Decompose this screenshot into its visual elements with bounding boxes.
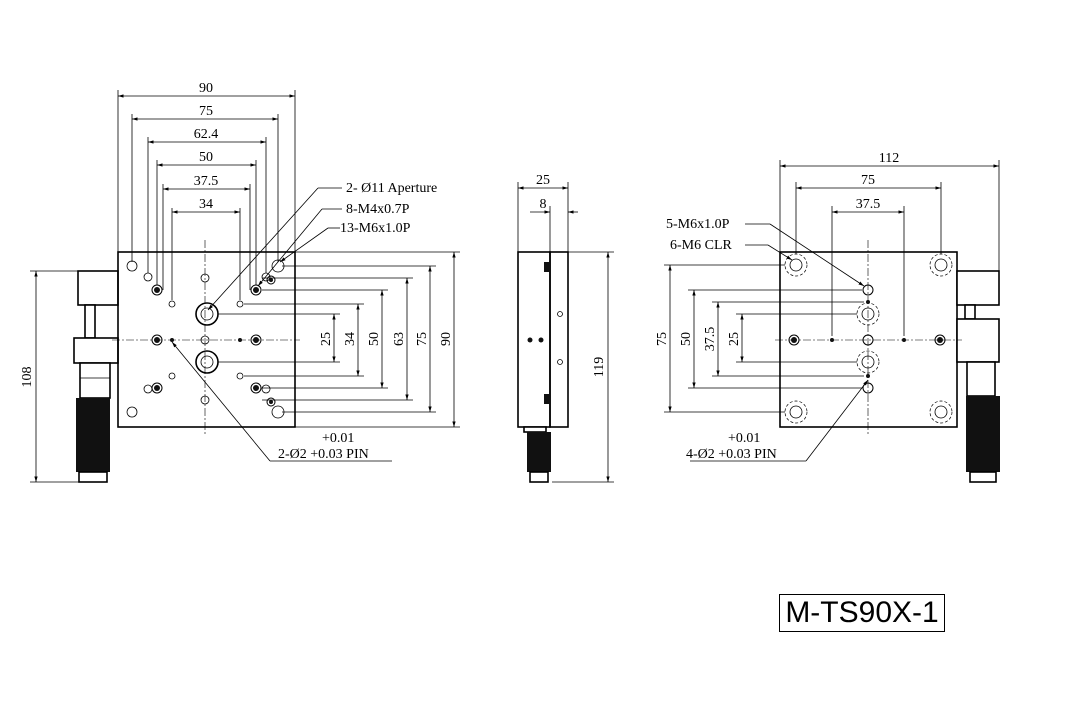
bottom-m6-holes <box>788 284 946 394</box>
bottom-dim-v-0: 75 <box>655 332 670 346</box>
top-dim-h-2: 62.4 <box>194 127 219 142</box>
side-dim-h-0: 25 <box>536 173 550 188</box>
top-dim-v-3: 63 <box>392 332 407 346</box>
side-overall-height: 119 <box>592 357 607 377</box>
model-number-label: M-TS90X-1 <box>779 594 945 632</box>
bottom-dim-h-0: 112 <box>879 151 899 166</box>
top-dim-h-1: 75 <box>199 104 213 119</box>
callout-bottom-m6: 5-M6x1.0P <box>666 217 730 232</box>
top-dim-v-5: 90 <box>439 332 454 346</box>
side-dim-h-1: 8 <box>540 197 547 212</box>
bottom-stage-plate <box>779 251 958 428</box>
top-stage-plate <box>117 251 296 428</box>
bottom-pin-note: 4-Ø2 +0.03 PIN <box>686 447 777 462</box>
top-dim-h-5: 34 <box>199 197 213 212</box>
bottom-tolerance: +0.01 <box>728 431 760 446</box>
callout-m4: 8-M4x0.7P <box>346 202 410 217</box>
callout-bottom-clr: 6-M6 CLR <box>670 238 733 253</box>
bottom-view: 112 75 37.5 75 50 37.5 25 <box>655 151 1000 483</box>
top-dim-v-0: 25 <box>319 332 334 346</box>
side-view: 25 8 119 <box>517 173 614 483</box>
top-dim-v-4: 75 <box>415 332 430 346</box>
bottom-dim-h-2: 37.5 <box>856 197 881 212</box>
bottom-dim-v-1: 50 <box>679 332 694 346</box>
top-dim-h-3: 50 <box>199 150 213 165</box>
top-view: 90 75 62.4 50 37.5 34 25 34 <box>20 81 460 483</box>
top-dim-v-1: 34 <box>343 332 358 346</box>
bottom-dim-v-3: 25 <box>727 332 742 346</box>
top-dim-h-0: 90 <box>199 81 213 96</box>
top-micrometer <box>73 270 119 483</box>
top-overall-height: 108 <box>20 367 35 388</box>
clr-holes <box>784 253 953 424</box>
aperture-lower <box>195 350 219 374</box>
top-pin-note: 2-Ø2 +0.03 PIN <box>278 447 369 462</box>
callout-m6: 13-M6x1.0P <box>340 221 411 236</box>
bottom-dim-v-2: 37.5 <box>703 327 718 352</box>
top-dim-h-4: 37.5 <box>194 174 219 189</box>
bottom-micrometer <box>956 270 1000 483</box>
top-dim-v-2: 50 <box>367 332 382 346</box>
aperture-upper <box>195 302 219 326</box>
top-tolerance: +0.01 <box>322 431 354 446</box>
callout-aperture: 2- Ø11 Aperture <box>346 181 437 196</box>
bottom-dim-h-1: 75 <box>861 173 875 188</box>
